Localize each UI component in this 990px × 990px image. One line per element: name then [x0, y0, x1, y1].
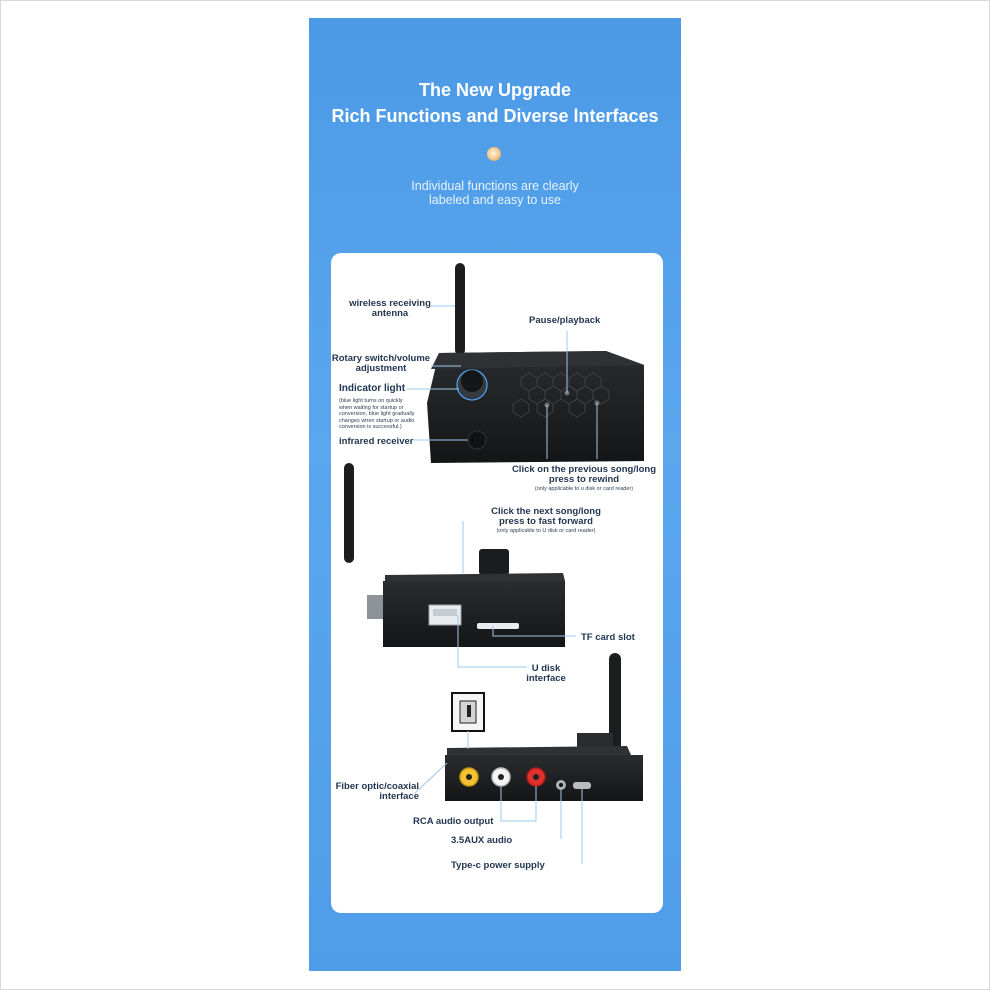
label-previous-song: Click on the previous song/long press to… [511, 465, 657, 485]
label-fiber-line-1: Fiber optic/coaxial [335, 781, 419, 792]
knob-side-icon [479, 549, 509, 575]
label-pause-playback: Pause/playback [529, 315, 601, 326]
indicator-note: (blue light turns on quickly when waitin… [339, 398, 419, 431]
antenna-icon-side [344, 463, 354, 563]
indicator-note-line-3: conversion, blue light gradually [339, 411, 415, 417]
device-illustrations [344, 263, 644, 864]
label-antenna-line-1: wireless receiving [349, 298, 431, 309]
label-indicator-light: Indicator light [339, 383, 406, 394]
label-rotary-line-1: Rotary switch/volume [331, 353, 431, 364]
label-rca-output: RCA audio output [413, 816, 494, 827]
banner-subtitle-line-1: Individual functions are clearly [411, 179, 579, 193]
decorative-dot-icon [487, 147, 501, 161]
tf-slot-icon [477, 623, 519, 629]
label-next-note: (only applicable to U disk or card reade… [496, 528, 596, 534]
label-tf-card-slot: TF card slot [581, 632, 635, 643]
device-side-view [344, 463, 576, 668]
label-next-song: Click the next song/long press to fast f… [473, 507, 619, 527]
label-next-line-2: press to fast forward [499, 516, 593, 527]
label-aux-audio: 3.5AUX audio [451, 835, 513, 846]
label-fiber-optic: Fiber optic/coaxial interface [331, 782, 419, 802]
device-top-view [407, 263, 644, 463]
feature-card: wireless receiving antenna Pause/playbac… [331, 253, 663, 913]
label-previous-note: (only applicable to u disk or card reade… [534, 486, 634, 492]
antenna-icon [455, 263, 465, 355]
device-rear-view [414, 653, 643, 864]
label-fiber-line-2: interface [379, 791, 419, 802]
label-previous-line-2: press to rewind [548, 474, 620, 485]
indicator-note-line-5: conversion is successful.) [339, 424, 402, 430]
label-previous-line-1: Click on the previous song/long [511, 464, 657, 475]
indicator-note-line-4: changes when startup or audio [339, 417, 415, 424]
banner-subtitle-line-2: labeled and easy to use [428, 193, 562, 207]
rotary-knob-icon [461, 370, 483, 392]
indicator-note-line-2: when waiting for startup or [339, 404, 404, 411]
label-u-disk-line-1: U disk [531, 663, 561, 674]
label-antenna: wireless receiving antenna [349, 299, 431, 319]
typec-port-icon [573, 782, 591, 789]
banner-title-line-1: The New Upgrade [418, 80, 572, 100]
banner-title-line-2: Rich Functions and Diverse lnterfaces [331, 106, 659, 126]
label-antenna-line-2: antenna [371, 308, 409, 319]
label-u-disk-line-2: interface [526, 673, 566, 684]
label-rotary-switch: Rotary switch/volume adjustment [331, 354, 431, 374]
label-rotary-line-2: adjustment [355, 363, 407, 374]
label-u-disk: U disk interface [521, 664, 571, 684]
infrared-window-icon [467, 430, 487, 450]
label-typec-power: Type-c power supply [451, 860, 545, 871]
label-infrared-receiver: infrared receiver [339, 436, 414, 447]
indicator-note-line-1: (blue light turns on quickly [339, 398, 403, 404]
label-next-line-1: Click the next song/long [491, 506, 601, 517]
